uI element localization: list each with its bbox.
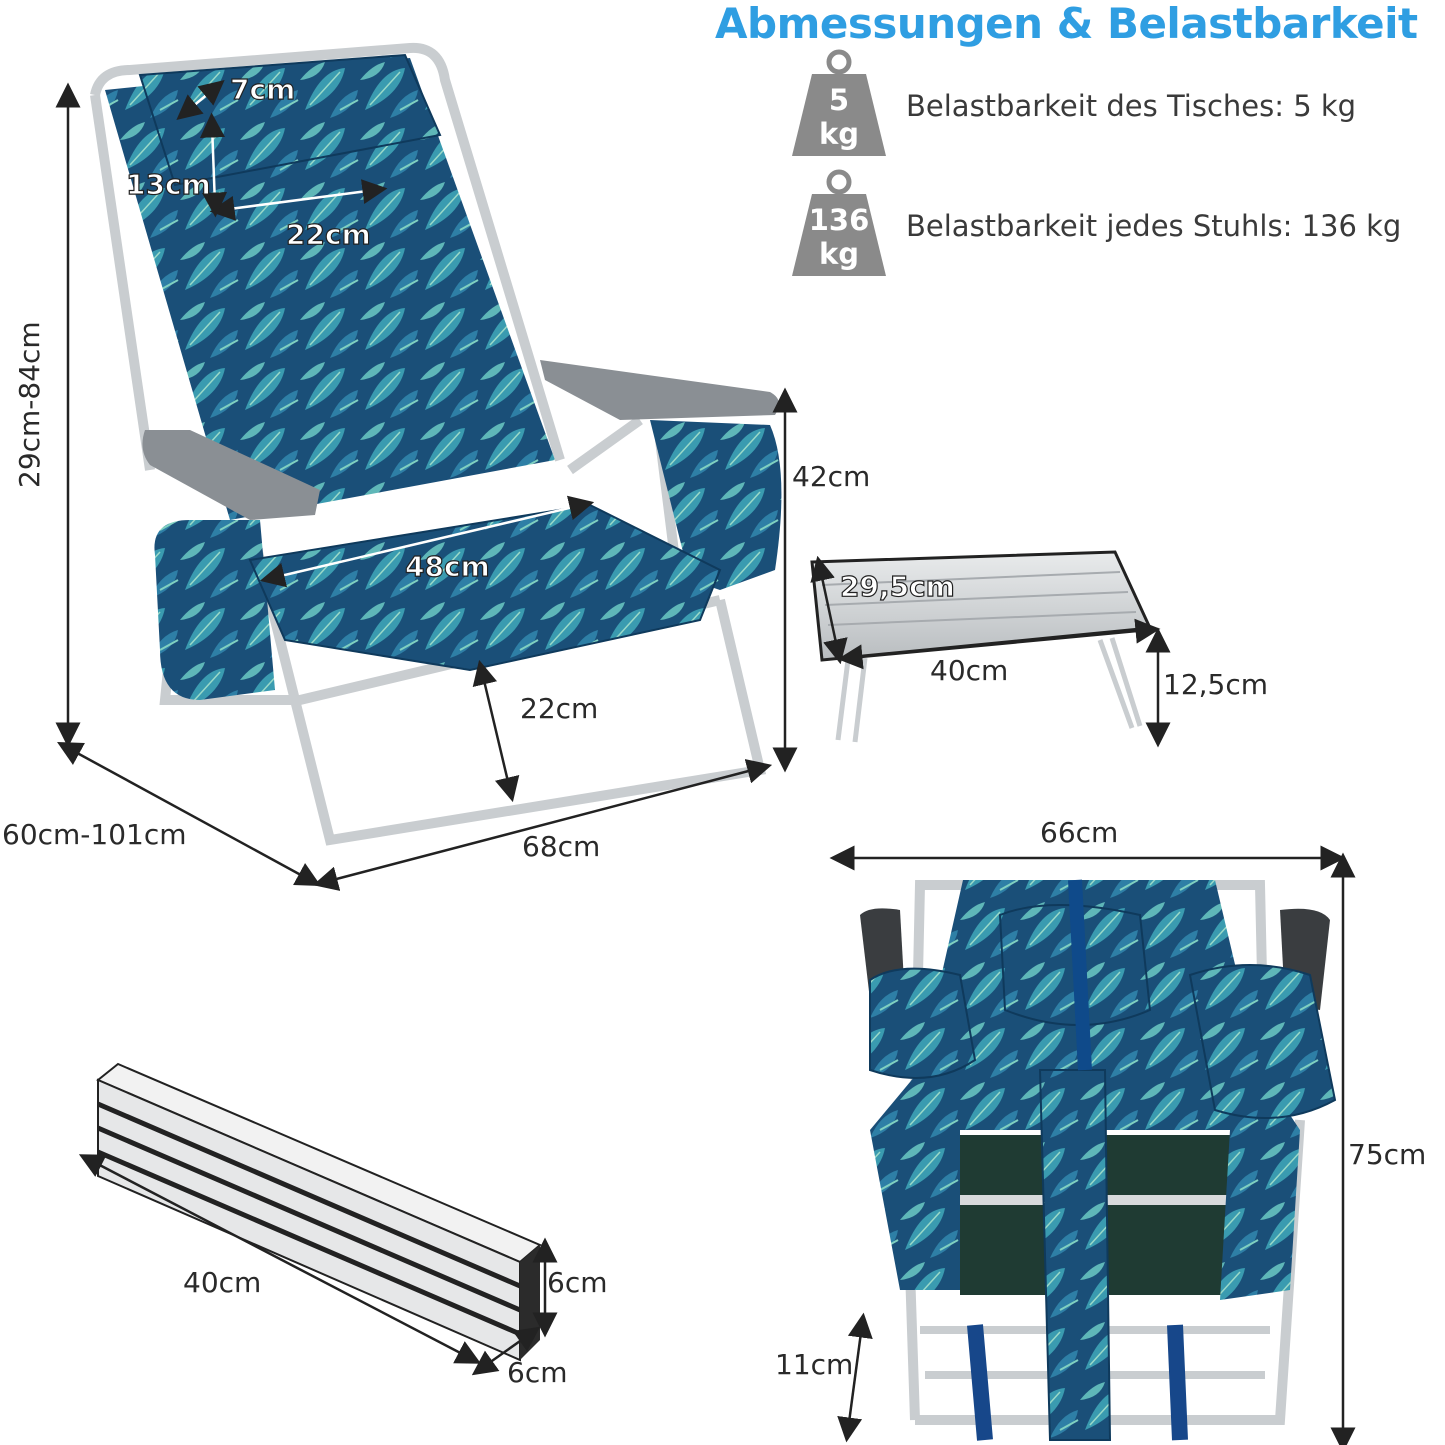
weight-icon: 136 kg bbox=[790, 168, 888, 284]
page-title: Abmessungen & Belastbarkeit bbox=[715, 0, 1418, 48]
chair-dimension-lines bbox=[55, 80, 798, 891]
folded-chair-width-label: 66cm bbox=[1040, 816, 1119, 849]
weight-badge-unit: kg bbox=[818, 237, 860, 271]
chair-width-label: 68cm bbox=[522, 830, 601, 863]
folded-chair-height-label: 75cm bbox=[1348, 1138, 1427, 1171]
weight-icon: 5 kg bbox=[790, 48, 888, 164]
folded-chair-thickness-label: 11cm bbox=[775, 1348, 854, 1381]
table-depth-label: 29,5cm bbox=[839, 570, 955, 603]
folded-chair-illustration bbox=[860, 879, 1337, 1441]
headrest-depth-label: 7cm bbox=[229, 73, 296, 106]
armrest-height-label: 42cm bbox=[792, 460, 871, 493]
seat-width-label: 48cm bbox=[404, 550, 490, 583]
headrest-width-label: 22cm bbox=[285, 218, 371, 251]
chair-depth-label: 60cm-101cm bbox=[2, 818, 187, 851]
weight-badge-value: 136 bbox=[808, 203, 870, 237]
chair-capacity-text: Belastbarkeit jedes Stuhls: 136 kg bbox=[906, 209, 1402, 243]
folded-table-length-label: 40cm bbox=[183, 1266, 262, 1299]
weight-badge-unit: kg bbox=[818, 117, 860, 151]
chair-capacity-row: 136 kg Belastbarkeit jedes Stuhls: 136 k… bbox=[790, 168, 1401, 284]
chair-height-label: 29cm-84cm bbox=[13, 321, 46, 488]
table-capacity-row: 5 kg Belastbarkeit des Tisches: 5 kg bbox=[790, 48, 1356, 164]
folded-table-illustration bbox=[96, 1062, 542, 1362]
folded-table-depth-label: 6cm bbox=[507, 1356, 568, 1389]
headrest-height-label: 13cm bbox=[125, 168, 211, 201]
folded-table-height-label: 6cm bbox=[547, 1266, 608, 1299]
table-height-label: 12,5cm bbox=[1163, 668, 1269, 701]
chair-illustration bbox=[90, 42, 782, 846]
table-capacity-text: Belastbarkeit des Tisches: 5 kg bbox=[906, 89, 1357, 123]
seat-height-label: 22cm bbox=[520, 692, 599, 725]
weight-badge-value: 5 bbox=[828, 83, 850, 117]
table-width-label: 40cm bbox=[930, 654, 1009, 687]
